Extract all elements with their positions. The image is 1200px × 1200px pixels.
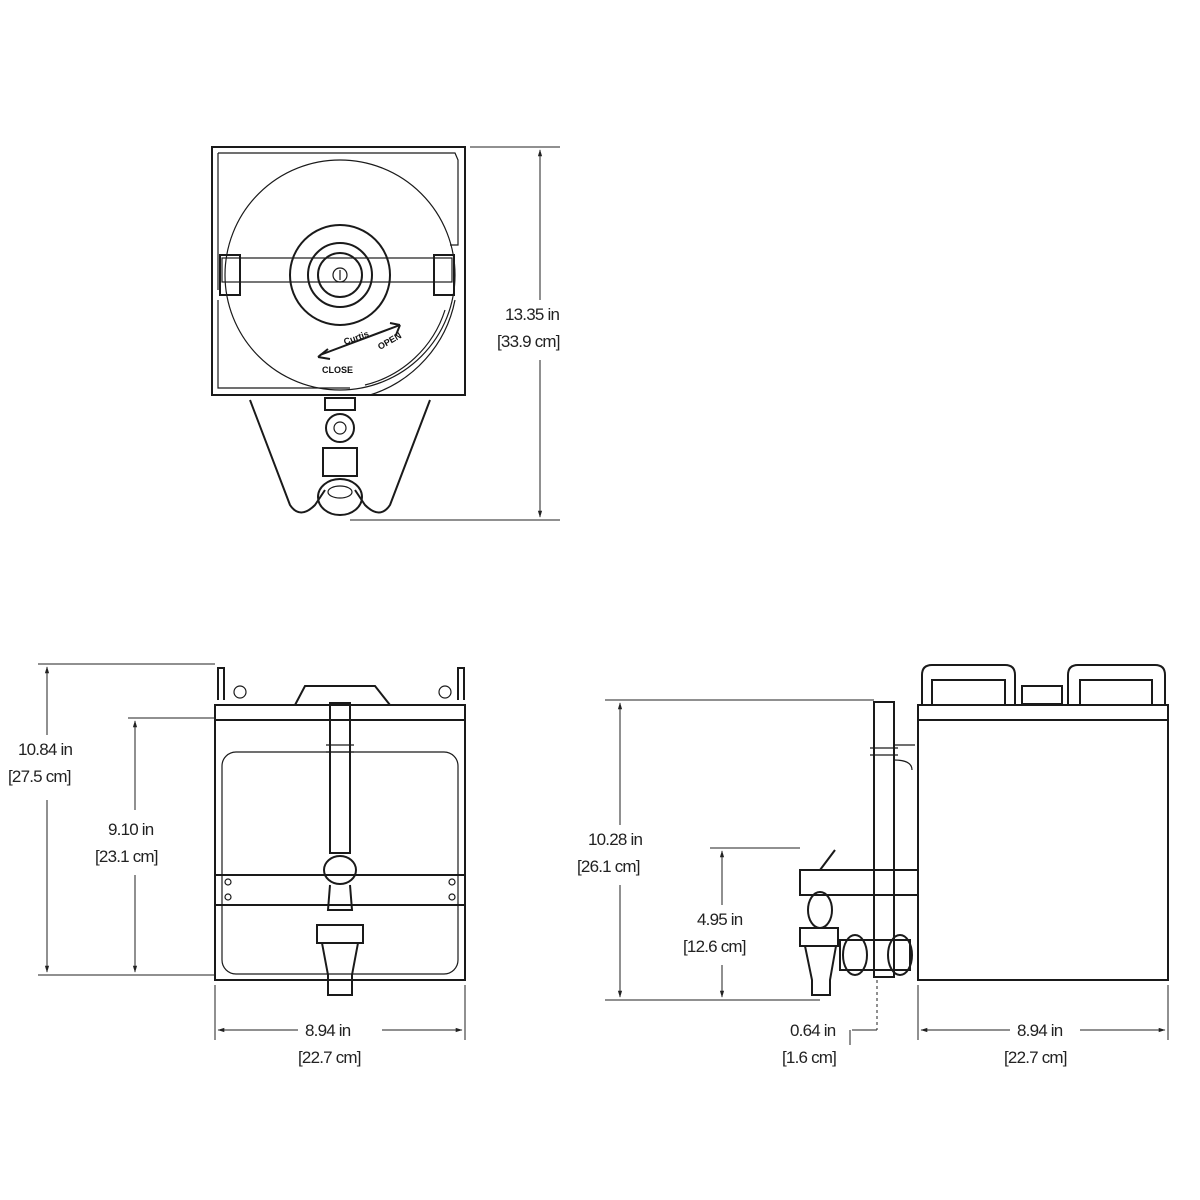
top-height-cm: [33.9 cm] [497,332,560,351]
top-view: Curtis CLOSE OPEN 13.35 in [33.9 cm] [211,147,561,520]
side-depth-cm: [22.7 cm] [1004,1048,1067,1067]
front-body-height-cm: [23.1 cm] [95,847,158,866]
front-view: 10.84 in [27.5 cm] 9.10 in [23.1 cm] 8.9… [8,664,465,1067]
front-overall-height-cm: [27.5 cm] [8,767,71,786]
front-body-height-in: 9.10 in [108,820,154,839]
side-height-cm: [26.1 cm] [577,857,640,876]
side-faucet-offset-in: 0.64 in [790,1021,836,1040]
side-faucet-height-cm: [12.6 cm] [683,937,746,956]
side-view: 10.28 in [26.1 cm] 4.95 in [12.6 cm] 0.6… [577,664,1168,1067]
top-height-in: 13.35 in [505,305,559,324]
lid-logo: Curtis [342,329,370,347]
front-width-in: 8.94 in [305,1021,351,1040]
side-height-in: 10.28 in [588,830,642,849]
side-faucet-offset-cm: [1.6 cm] [782,1048,836,1067]
lid-close-label: CLOSE [322,365,353,375]
side-faucet-height-in: 4.95 in [697,910,743,929]
front-overall-height-in: 10.84 in [18,740,72,759]
front-width-cm: [22.7 cm] [298,1048,361,1067]
side-depth-in: 8.94 in [1017,1021,1063,1040]
